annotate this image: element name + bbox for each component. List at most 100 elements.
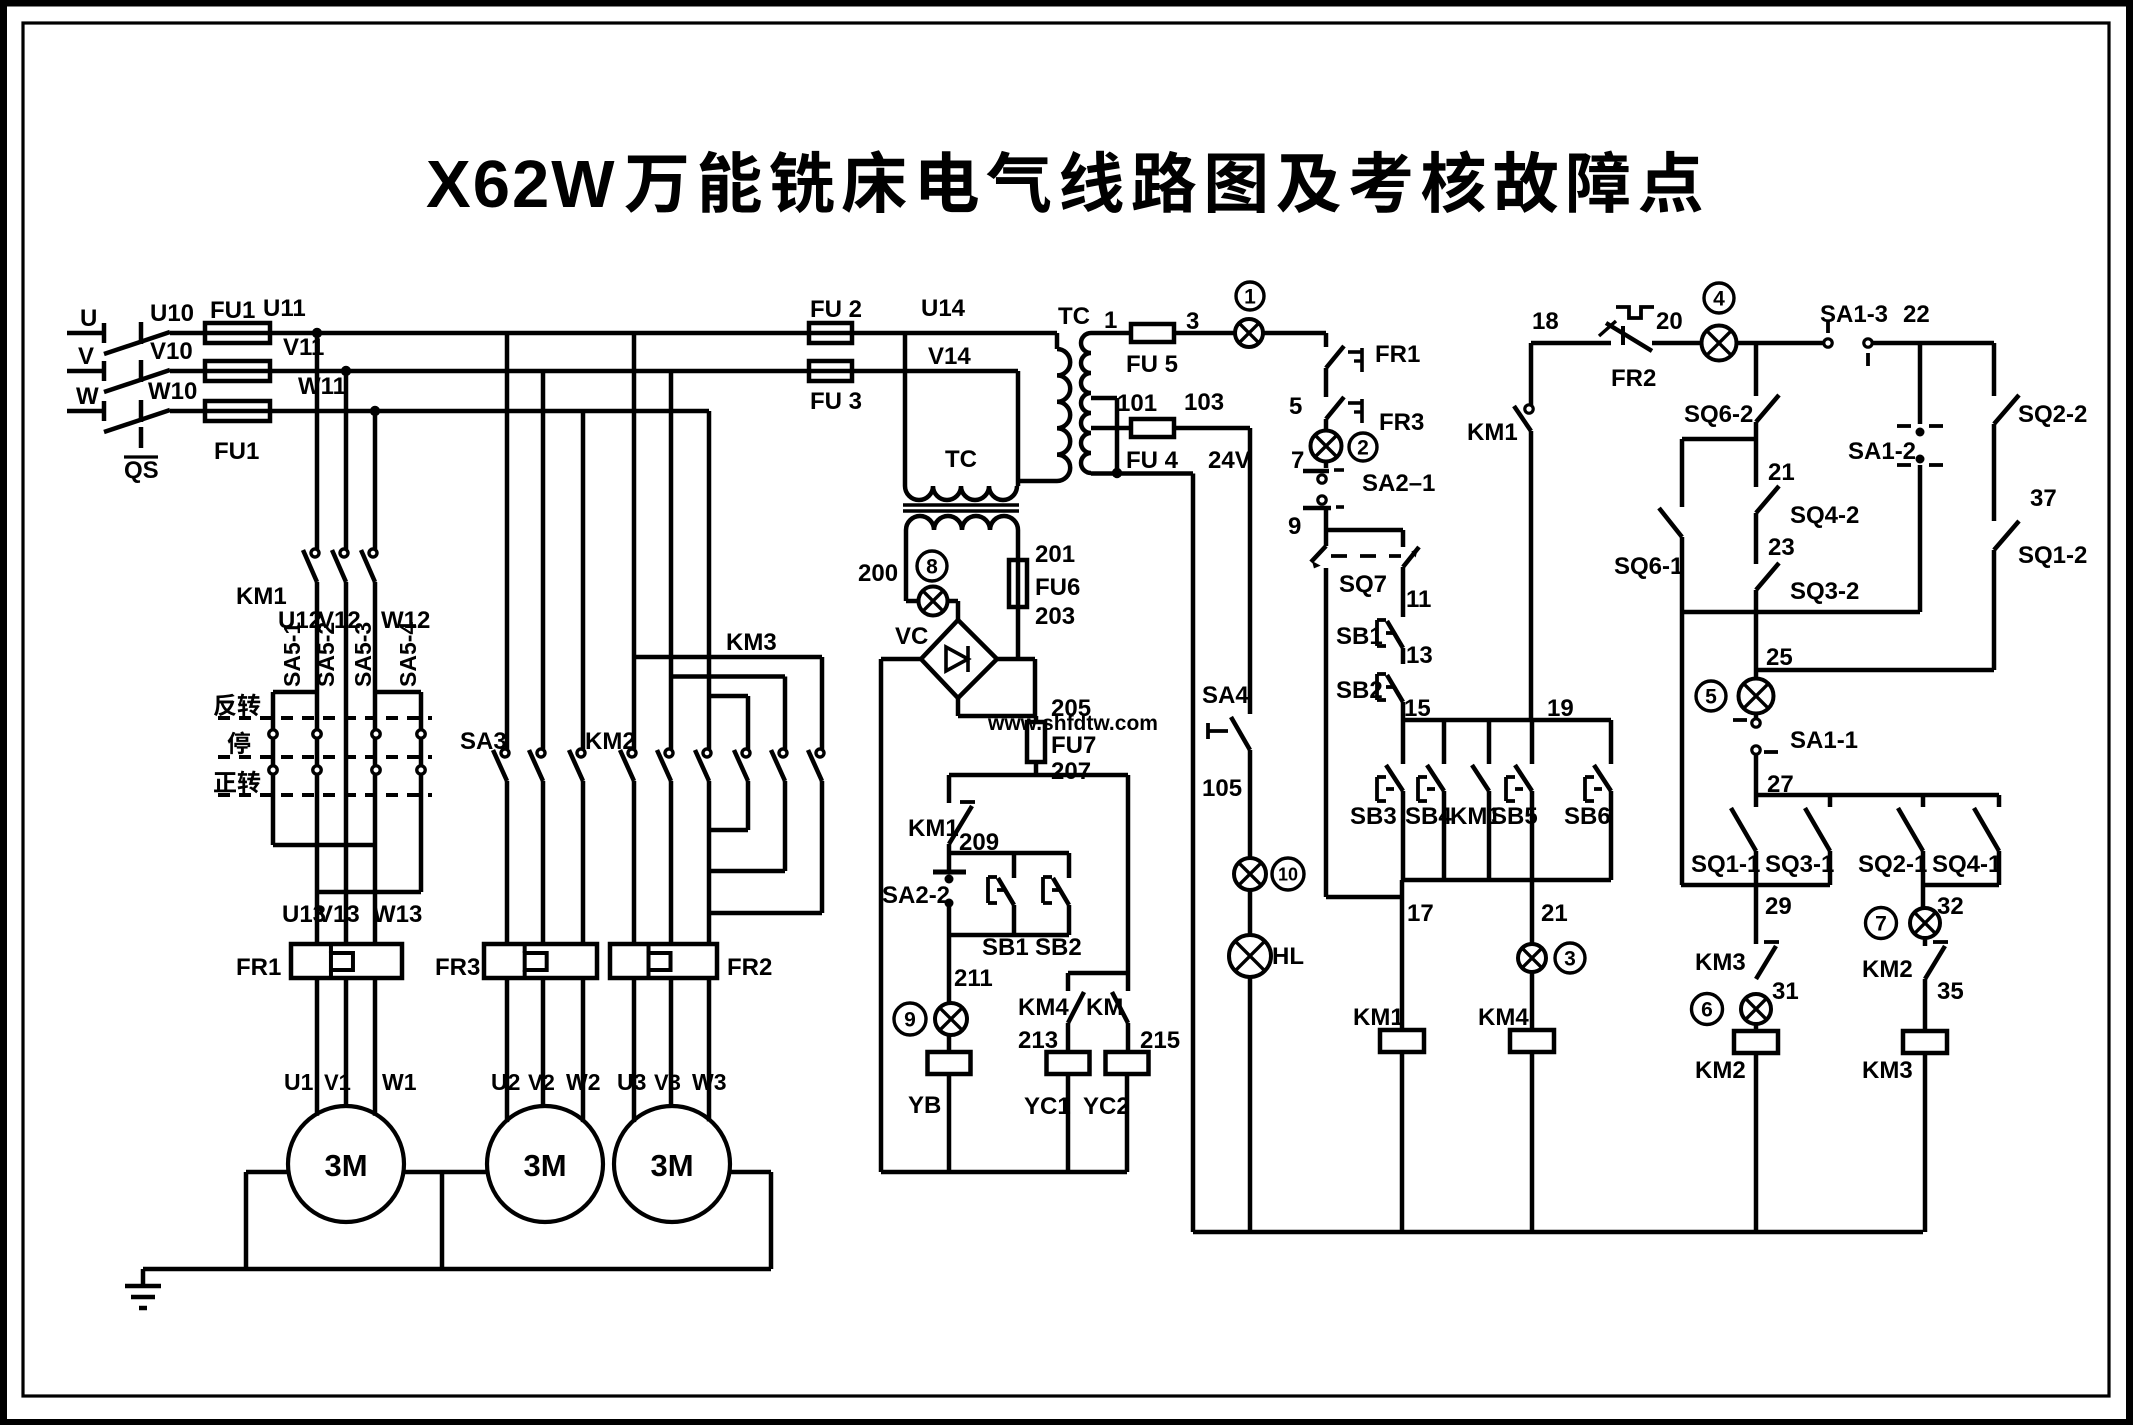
svg-text:SB2: SB2 [1336,677,1383,704]
svg-text:SQ4-2: SQ4-2 [1790,502,1859,529]
svg-text:201: 201 [1035,541,1075,568]
svg-text:103: 103 [1184,389,1224,416]
svg-text:SB5: SB5 [1491,803,1538,830]
svg-text:W2: W2 [566,1069,601,1095]
svg-text:FR1: FR1 [1375,341,1420,368]
svg-text:7: 7 [1291,447,1304,474]
svg-text:SA2–1: SA2–1 [1362,470,1435,497]
svg-text:V14: V14 [928,343,971,370]
svg-text:W3: W3 [692,1069,727,1095]
svg-text:SB3: SB3 [1350,803,1397,830]
svg-text:W: W [76,383,99,410]
svg-text:211: 211 [954,965,993,992]
svg-text:SB1: SB1 [1336,623,1383,650]
svg-text:SB6: SB6 [1564,803,1611,830]
svg-text:20: 20 [1656,308,1683,335]
svg-text:31: 31 [1772,978,1799,1005]
svg-text:QS: QS [124,457,159,484]
svg-text:SB4: SB4 [1405,803,1452,830]
svg-text:SQ1-1: SQ1-1 [1691,851,1760,878]
svg-text:207: 207 [1051,758,1091,785]
svg-text:U11: U11 [263,295,306,322]
svg-text:FR3: FR3 [435,954,480,981]
svg-text:SA4: SA4 [1202,682,1249,709]
svg-text:KM1: KM1 [1450,803,1501,830]
svg-text:SQ6-2: SQ6-2 [1684,401,1753,428]
svg-text:YC1: YC1 [1024,1093,1071,1120]
svg-text:FR1: FR1 [236,954,281,981]
svg-text:23: 23 [1768,534,1795,561]
svg-text:3M: 3M [650,1148,693,1183]
svg-text:200: 200 [858,560,898,587]
svg-text:X62W: X62W [426,147,616,222]
svg-text:4: 4 [1713,288,1725,311]
svg-text:3M: 3M [324,1148,367,1183]
svg-text:5: 5 [1289,393,1302,420]
svg-text:W12: W12 [381,607,430,634]
svg-text:19: 19 [1547,695,1574,722]
svg-text:U14: U14 [921,295,966,322]
svg-text:KM1: KM1 [1467,419,1518,446]
svg-text:U: U [80,305,97,332]
svg-text:YC2: YC2 [1083,1093,1130,1120]
svg-text:18: 18 [1532,308,1559,335]
svg-text:SQ3-2: SQ3-2 [1790,578,1859,605]
svg-text:KM3: KM3 [1695,949,1746,976]
svg-text:W10: W10 [148,378,197,405]
svg-text:SQ6-1: SQ6-1 [1614,553,1683,580]
svg-text:FU 4: FU 4 [1126,447,1179,474]
svg-text:FR2: FR2 [1611,365,1656,392]
svg-text:TC: TC [1058,303,1090,330]
svg-text:213: 213 [1018,1027,1058,1054]
svg-text:SA5-1: SA5-1 [279,622,305,687]
svg-text:V: V [78,343,94,370]
svg-text:203: 203 [1035,603,1075,630]
svg-text:VC: VC [895,623,928,650]
svg-text:U3: U3 [617,1069,646,1095]
svg-text:21: 21 [1768,459,1795,486]
svg-text:SQ4-1: SQ4-1 [1932,851,2001,878]
svg-text:3M: 3M [523,1148,566,1183]
svg-text:V12: V12 [318,607,361,634]
svg-text:YB: YB [908,1092,941,1119]
svg-text:FU6: FU6 [1035,574,1080,601]
svg-text:1: 1 [1104,307,1117,334]
svg-text:KM3: KM3 [726,629,777,656]
svg-text:101: 101 [1117,390,1157,417]
svg-text:2: 2 [1357,437,1369,460]
svg-text:21: 21 [1541,900,1568,927]
svg-text:U1: U1 [284,1069,314,1095]
svg-text:W13: W13 [373,901,422,928]
svg-text:SQ3-1: SQ3-1 [1765,851,1834,878]
svg-text:7: 7 [1875,913,1887,936]
svg-text:SA5-2: SA5-2 [313,622,339,687]
svg-text:V13: V13 [317,901,360,928]
svg-text:25: 25 [1766,644,1793,671]
svg-text:U12: U12 [278,607,322,634]
svg-text:KM1: KM1 [1353,1004,1404,1031]
svg-text:TC: TC [945,446,977,473]
svg-text:13: 13 [1406,642,1433,669]
svg-text:FU 3: FU 3 [810,388,862,415]
svg-text:KM3: KM3 [1862,1057,1913,1084]
svg-text:SQ7: SQ7 [1339,571,1387,598]
svg-text:SA1-3: SA1-3 [1820,301,1888,328]
svg-text:215: 215 [1140,1027,1180,1054]
svg-text:KM1: KM1 [236,583,287,610]
svg-text:FR2: FR2 [727,954,772,981]
svg-text:FU1: FU1 [210,297,255,324]
svg-text:SQ2-2: SQ2-2 [2018,401,2087,428]
svg-text:9: 9 [904,1009,916,1032]
svg-text:U10: U10 [150,300,194,327]
svg-text:1: 1 [1244,286,1256,309]
svg-text:3: 3 [1186,308,1199,335]
svg-text:6: 6 [1701,999,1713,1022]
svg-text:FU1: FU1 [214,438,259,465]
svg-text:KM4: KM4 [1478,1004,1529,1031]
svg-text:SA5-3: SA5-3 [350,622,376,687]
svg-text:SA5-4: SA5-4 [395,622,421,687]
svg-text:SB1: SB1 [982,934,1029,961]
svg-text:U13: U13 [282,901,326,928]
svg-text:10: 10 [1278,864,1298,884]
svg-text:V1: V1 [324,1070,351,1095]
